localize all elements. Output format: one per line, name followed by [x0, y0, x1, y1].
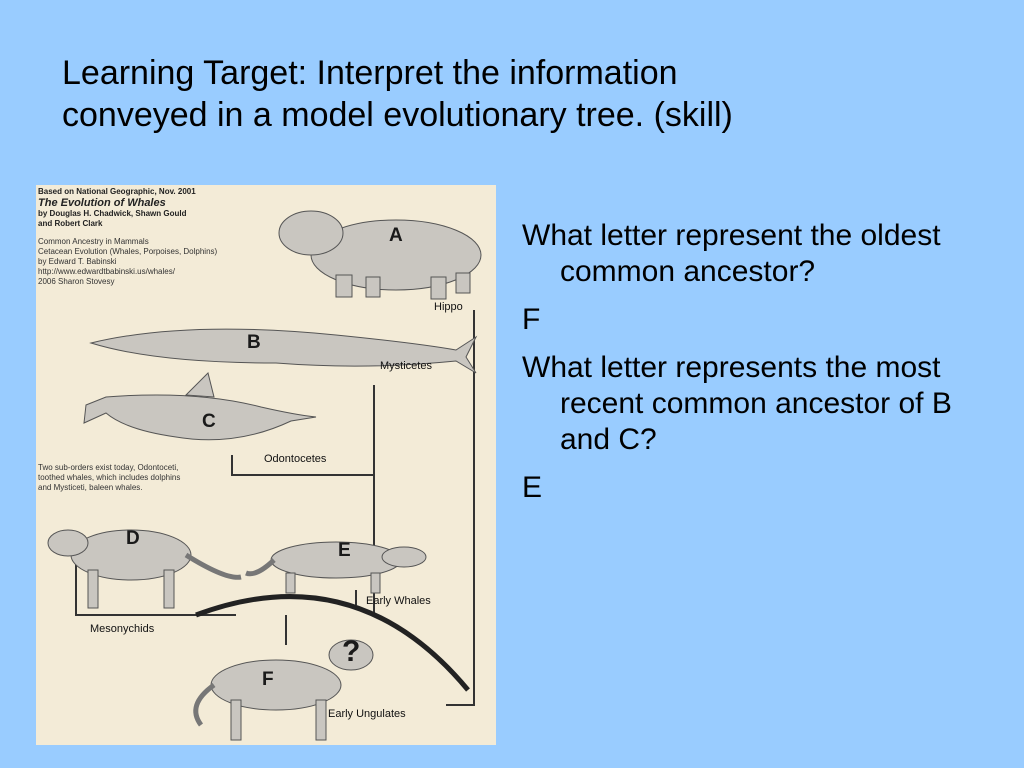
- letter-d: D: [126, 528, 140, 549]
- credit-copy: 2006 Sharon Stovesy: [38, 277, 115, 286]
- hippo-drawing: [278, 210, 482, 300]
- credit-authors-2: and Robert Clark: [38, 219, 103, 228]
- figure-note: Two sub-orders exist today, Odontoceti, …: [38, 463, 268, 493]
- note-line-3: and Mysticeti, baleen whales.: [38, 483, 143, 492]
- answer-2: E: [522, 471, 543, 504]
- hippo-leg-4: [455, 272, 471, 294]
- question-answer-list: What letter represent the oldest common …: [522, 218, 982, 518]
- question-2: What letter represents the most recent c…: [522, 351, 952, 456]
- dolphin-fin: [184, 372, 215, 398]
- hippo-head: [278, 210, 344, 256]
- evolution-tree-figure: Based on National Geographic, Nov. 2001 …: [36, 185, 496, 745]
- letter-b: B: [247, 332, 261, 353]
- label-mysticetes: Mysticetes: [380, 360, 432, 372]
- tree-line-main: [446, 310, 475, 706]
- title-line-2: conveyed in a model evolutionary tree. (…: [62, 96, 733, 134]
- credit-sub-2: Cetacean Evolution (Whales, Porpoises, D…: [38, 247, 218, 256]
- question-mark: ?: [342, 635, 361, 668]
- tree-arc: [195, 594, 470, 692]
- credit-authors-1: by Douglas H. Chadwick, Shawn Gould: [38, 209, 187, 218]
- letter-a: A: [389, 225, 403, 246]
- label-mesonychids: Mesonychids: [90, 623, 155, 635]
- credit-url: http://www.edwardtbabinski.us/whales/: [38, 267, 175, 276]
- hippo-leg-1: [335, 274, 353, 298]
- label-early-whales: Early Whales: [366, 595, 431, 607]
- dolphin-drawing: [83, 394, 317, 441]
- mesonychid-drawing: [47, 529, 242, 609]
- credit-sub-3: by Edward T. Babinski: [38, 257, 117, 266]
- slide-title: Learning Target: Interpret the informati…: [62, 52, 962, 136]
- early-whale-drawing: [245, 541, 427, 594]
- hippo-leg-3: [430, 276, 447, 300]
- label-hippo: Hippo: [434, 301, 463, 313]
- credit-source: Based on National Geographic, Nov. 2001: [38, 187, 196, 196]
- letter-f: F: [262, 669, 274, 690]
- tree-line-mesonychid: [75, 560, 236, 616]
- letter-e: E: [338, 540, 351, 561]
- label-early-ungulates: Early Ungulates: [328, 708, 406, 720]
- note-line-1: Two sub-orders exist today, Odontoceti,: [38, 463, 179, 472]
- note-line-2: toothed whales, which includes dolphins: [38, 473, 181, 482]
- question-1: What letter represent the oldest common …: [522, 219, 941, 288]
- figure-credits: Based on National Geographic, Nov. 2001 …: [38, 187, 278, 287]
- tree-line-odonto: [231, 455, 374, 476]
- early-ungulate-drawing: [193, 639, 374, 741]
- answer-1: F: [522, 303, 541, 336]
- credit-sub-1: Common Ancestry in Mammals: [38, 237, 149, 246]
- letter-c: C: [202, 411, 216, 432]
- baleen-whale-drawing: [89, 328, 478, 374]
- credit-title: The Evolution of Whales: [38, 197, 166, 209]
- tree-drawing: [47, 210, 482, 741]
- title-line-1: Learning Target: Interpret the informati…: [62, 54, 678, 92]
- label-odontocetes: Odontocetes: [264, 453, 327, 465]
- hippo-leg-2: [365, 276, 381, 298]
